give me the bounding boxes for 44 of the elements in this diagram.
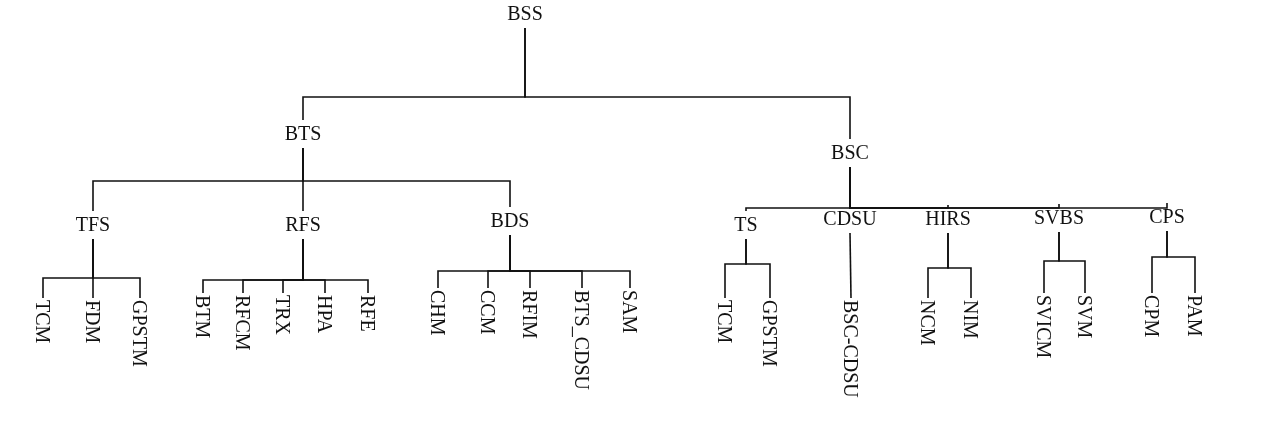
node-label: HIRS <box>925 207 971 229</box>
leaf-label: SVM <box>1075 295 1095 339</box>
leaf-label: RFIM <box>520 290 540 339</box>
tree-connector <box>92 238 141 299</box>
leaf-label: BSC-CDSU <box>841 300 861 398</box>
leaf-label: BTS_CDSU <box>572 290 592 391</box>
node-label: BSS <box>507 2 543 24</box>
leaf-label: CCM <box>478 290 498 335</box>
leaf-label: GPSTM <box>130 300 150 367</box>
tree-connector <box>302 238 369 294</box>
leaf-label: CHM <box>428 290 448 336</box>
leaf-label: NIM <box>961 300 981 339</box>
leaf-label: PAM <box>1185 295 1205 337</box>
tree-connector <box>849 166 1168 209</box>
leaf-label: TRX <box>273 295 293 335</box>
leaf-label: NCM <box>918 300 938 346</box>
leaf-label: HPA <box>315 295 335 334</box>
leaf-label: GPSTM <box>760 300 780 367</box>
tree-connector <box>849 232 852 299</box>
tree-connector <box>1166 230 1196 294</box>
leaf-label: CPM <box>1142 295 1162 338</box>
node-label: CDSU <box>823 207 877 229</box>
node-label: CPS <box>1149 205 1185 227</box>
tree-connector <box>947 232 972 299</box>
node-label: TFS <box>75 213 111 235</box>
tree-connector <box>524 27 851 140</box>
node-label: SVBS <box>1034 206 1084 228</box>
node-label: BDS <box>490 209 530 231</box>
tree-connector <box>302 147 511 208</box>
leaf-label: SAM <box>620 290 640 334</box>
leaf-label: TCM <box>33 300 53 344</box>
tree-connector <box>745 238 771 299</box>
leaf-label: SVICM <box>1034 295 1054 359</box>
leaf-label: RFE <box>358 295 378 332</box>
node-label: RFS <box>285 213 321 235</box>
node-label: BTS <box>284 122 322 144</box>
tree-connector <box>1058 231 1086 294</box>
leaf-label: FDM <box>83 300 103 344</box>
leaf-label: RFCM <box>233 295 253 351</box>
node-label: TS <box>734 213 758 235</box>
node-label: BSC <box>831 141 869 163</box>
tree-connector <box>509 234 631 289</box>
leaf-label: TCM <box>715 300 735 344</box>
leaf-label: BTM <box>193 295 213 339</box>
